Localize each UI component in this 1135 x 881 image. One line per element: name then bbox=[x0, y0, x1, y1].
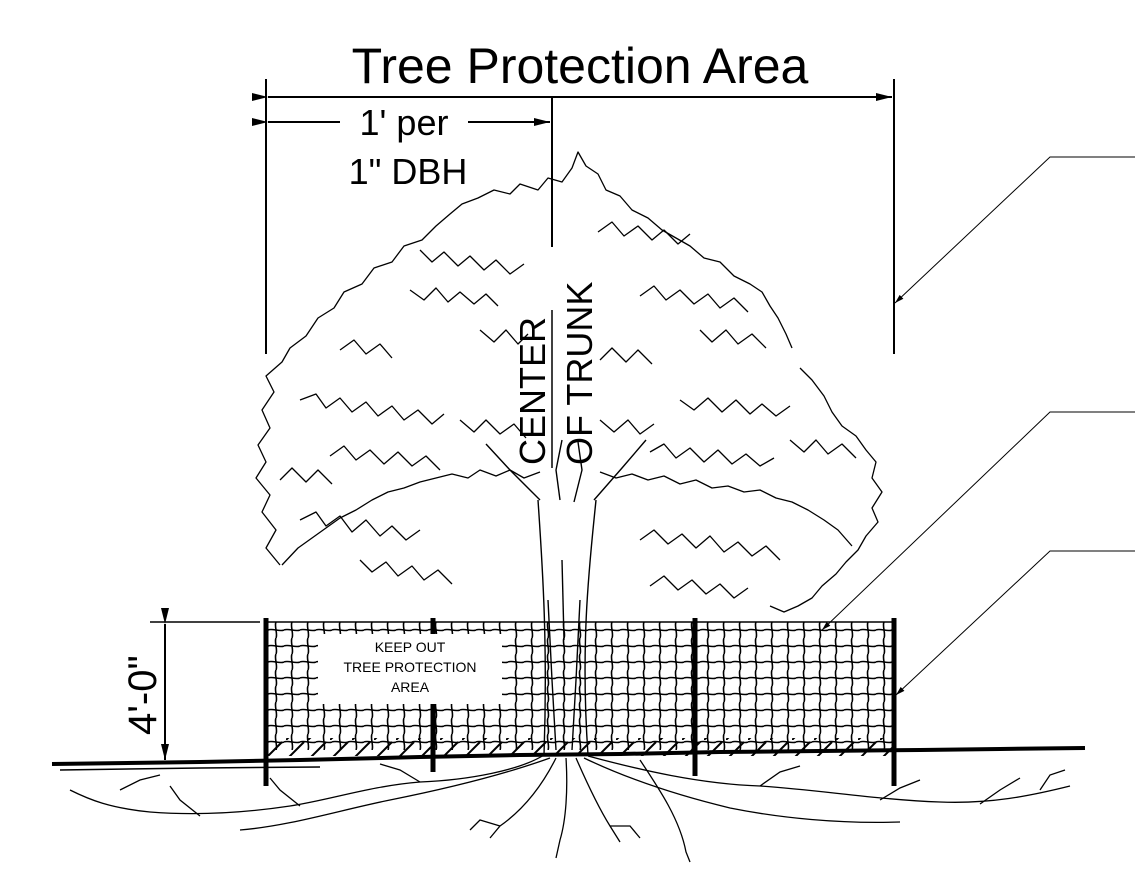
tree-protection-area-dimension bbox=[252, 79, 895, 354]
tree-canopy bbox=[255, 151, 883, 613]
ground-line bbox=[51, 746, 1086, 766]
sign-line-2: TREE PROTECTION bbox=[343, 659, 476, 675]
spacing-label-line-1: 1' per bbox=[360, 102, 449, 143]
fence-height-dimension: 4'-0" bbox=[121, 608, 260, 763]
dbh-spacing-dimension: 1' per 1" DBH bbox=[252, 102, 550, 192]
center-label-line-2: OF TRUNK bbox=[559, 282, 600, 465]
callout-leaders bbox=[821, 156, 1135, 696]
spacing-label-line-2: 1" DBH bbox=[349, 151, 468, 192]
callout-leader-top bbox=[894, 156, 1135, 304]
sign-line-1: KEEP OUT bbox=[375, 639, 446, 655]
center-label-line-1: CENTER bbox=[512, 317, 553, 465]
title-label: Tree Protection Area bbox=[352, 38, 809, 94]
keep-out-sign: KEEP OUT TREE PROTECTION AREA bbox=[318, 634, 502, 704]
callout-leader-fence-post bbox=[895, 550, 1135, 696]
tree-roots bbox=[69, 754, 1071, 863]
callout-leader-fence-mesh bbox=[821, 411, 1135, 631]
sign-line-3: AREA bbox=[391, 679, 430, 695]
fence-height-label: 4'-0" bbox=[121, 655, 165, 735]
